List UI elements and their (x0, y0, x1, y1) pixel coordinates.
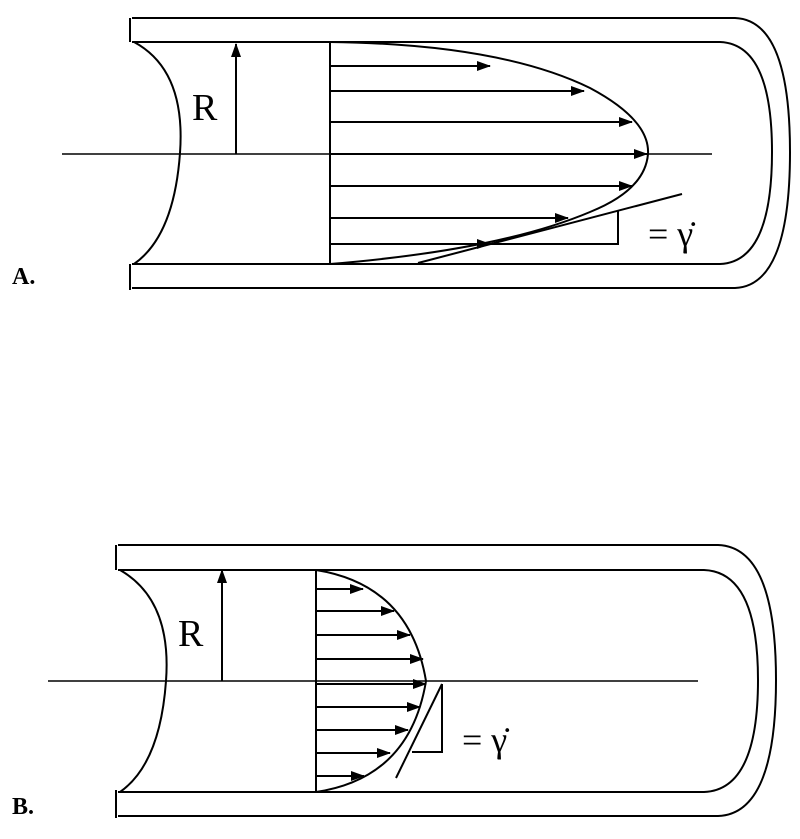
shear-rate-b-label: = γ̇ (462, 720, 509, 760)
shear-rate-a-label: = γ̇ (648, 214, 695, 254)
pipe-a-outer-wall (129, 17, 792, 290)
panel-a-label: A. (12, 264, 35, 290)
panel-a: R = γ̇ A. (12, 17, 792, 290)
radius-b-label: R (178, 613, 204, 655)
panel-b-label: B. (12, 794, 34, 820)
panel-b: R = γ̇ B. (12, 544, 778, 820)
velocity-arrows-b (316, 584, 427, 781)
pipe-b-outer-wall (115, 544, 778, 818)
profile-a-curve (329, 41, 650, 265)
pipe-a-inlet-curve (133, 41, 182, 265)
slope-a-triangle (480, 210, 619, 245)
velocity-arrows-a (330, 61, 648, 249)
pipe-b-inner-wall (118, 569, 760, 793)
slope-b-triangle (412, 684, 443, 753)
radius-a-label: R (192, 87, 218, 129)
pipe-a-inner-wall (132, 41, 774, 265)
tangent-a-line (417, 193, 683, 264)
tangent-b-line (395, 683, 443, 779)
